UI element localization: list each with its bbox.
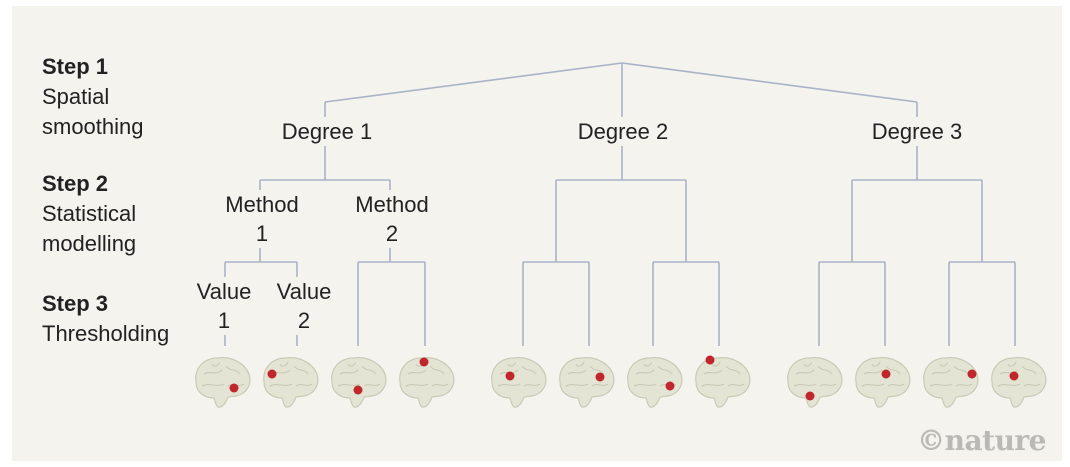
nature-logo: ©nature bbox=[917, 424, 1046, 457]
brain-outline bbox=[263, 357, 319, 408]
brain-icon bbox=[695, 355, 751, 408]
activation-dot bbox=[967, 369, 977, 379]
step-3-title: Step 3 bbox=[42, 291, 109, 316]
step-2-desc-line2: modelling bbox=[42, 231, 137, 256]
brain-outline bbox=[923, 357, 979, 408]
value-1-line2: 1 bbox=[217, 308, 231, 333]
brain-folds bbox=[929, 361, 973, 387]
brain-folds bbox=[565, 361, 609, 387]
brain-icon bbox=[263, 357, 319, 408]
value-1-label: Value 1 bbox=[182, 277, 266, 335]
brain-folds bbox=[269, 361, 313, 387]
step-2-label: Step 2 Statistical modelling bbox=[42, 169, 136, 259]
brain-folds bbox=[997, 361, 1041, 387]
brain-icon bbox=[331, 357, 387, 408]
activation-dot bbox=[353, 385, 363, 395]
degree-2-label: Degree 2 bbox=[562, 117, 684, 146]
tree-branch-degree-2-3 bbox=[621, 62, 918, 103]
method-2-label: Method 2 bbox=[338, 190, 446, 248]
value-2-line1: Value bbox=[276, 279, 332, 304]
brain-folds bbox=[633, 361, 677, 387]
brain-outline bbox=[855, 357, 911, 408]
method-1-line2: 1 bbox=[255, 221, 269, 246]
brain-folds bbox=[861, 361, 905, 387]
brain-icon bbox=[491, 357, 547, 408]
activation-dot bbox=[229, 383, 239, 393]
brain-icon bbox=[399, 357, 455, 408]
activation-dot bbox=[595, 372, 605, 382]
brain-icon bbox=[787, 357, 843, 408]
brain-folds bbox=[337, 361, 381, 387]
degree-1-label: Degree 1 bbox=[266, 117, 388, 146]
step-3-desc-line1: Thresholding bbox=[42, 321, 170, 346]
brain-outline bbox=[695, 357, 751, 408]
brain-folds bbox=[701, 361, 745, 387]
brain-icon bbox=[627, 357, 683, 408]
step-3-label: Step 3 Thresholding bbox=[42, 289, 169, 349]
method-1-line1: Method bbox=[225, 192, 299, 217]
step-2-title: Step 2 bbox=[42, 171, 109, 196]
activation-dot bbox=[419, 357, 429, 367]
brain-outline bbox=[559, 357, 615, 408]
tree-branch-degree-1 bbox=[324, 62, 623, 103]
value-2-label: Value 2 bbox=[262, 277, 346, 335]
method-2-line2: 2 bbox=[385, 221, 399, 246]
brain-outline bbox=[991, 357, 1047, 408]
brain-icon bbox=[855, 357, 911, 408]
brain-folds bbox=[793, 361, 837, 387]
step-1-desc-line2: smoothing bbox=[42, 114, 144, 139]
activation-dot bbox=[705, 355, 715, 365]
activation-dot bbox=[1009, 371, 1019, 381]
degree-3-label: Degree 3 bbox=[856, 117, 978, 146]
method-1-label: Method 1 bbox=[208, 190, 316, 248]
brain-outline bbox=[787, 357, 843, 408]
activation-dot bbox=[805, 391, 815, 401]
brain-icon bbox=[923, 357, 979, 408]
activation-dot bbox=[505, 371, 515, 381]
brain-icon bbox=[195, 357, 251, 408]
brain-folds bbox=[405, 361, 449, 387]
step-1-label: Step 1 Spatial smoothing bbox=[42, 52, 144, 142]
brain-outline bbox=[195, 357, 251, 408]
value-2-line2: 2 bbox=[297, 308, 311, 333]
brain-folds bbox=[201, 361, 245, 387]
brain-outline bbox=[491, 357, 547, 408]
step-1-desc-line1: Spatial bbox=[42, 84, 110, 109]
step-1-title: Step 1 bbox=[42, 54, 109, 79]
activation-dot bbox=[665, 381, 675, 391]
value-1-line1: Value bbox=[196, 279, 252, 304]
brain-icon bbox=[559, 357, 615, 408]
method-2-line1: Method bbox=[355, 192, 429, 217]
activation-dot bbox=[881, 369, 891, 379]
brain-outline bbox=[331, 357, 387, 408]
activation-dot bbox=[267, 369, 277, 379]
brain-icon bbox=[991, 357, 1047, 408]
step-2-desc-line1: Statistical bbox=[42, 201, 137, 226]
brain-outline bbox=[627, 357, 683, 408]
